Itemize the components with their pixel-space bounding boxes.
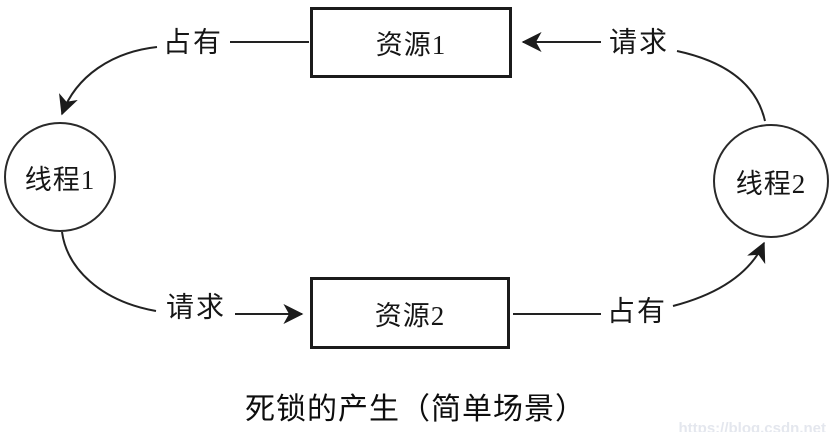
node-thread2-label: 线程2	[735, 168, 807, 199]
node-resource2: 资源2	[310, 277, 510, 349]
node-resource2-label: 资源2	[374, 300, 446, 331]
node-thread1: 线程1	[4, 122, 116, 232]
watermark-text: https://blog.csdn.net	[678, 420, 827, 432]
node-thread2: 线程2	[713, 124, 829, 238]
edge-label-request-bottom: 请求	[162, 293, 230, 325]
node-resource1: 资源1	[310, 7, 512, 78]
edge-label-hold-top: 占有	[159, 28, 227, 60]
edge-label-hold-bottom: 占有	[603, 297, 671, 329]
edge-label-request-top: 请求	[605, 28, 673, 60]
edge-hold-top-curve	[59, 46, 158, 116]
edge-hold-bottom-curve	[672, 241, 766, 307]
node-resource1-label: 资源1	[375, 30, 447, 60]
node-thread1-label: 线程1	[24, 164, 96, 195]
diagram-caption: 死锁的产生（简单场景）	[245, 393, 586, 426]
edge-request-bottom-curve	[61, 231, 157, 312]
edge-request-top-curve	[676, 50, 766, 122]
